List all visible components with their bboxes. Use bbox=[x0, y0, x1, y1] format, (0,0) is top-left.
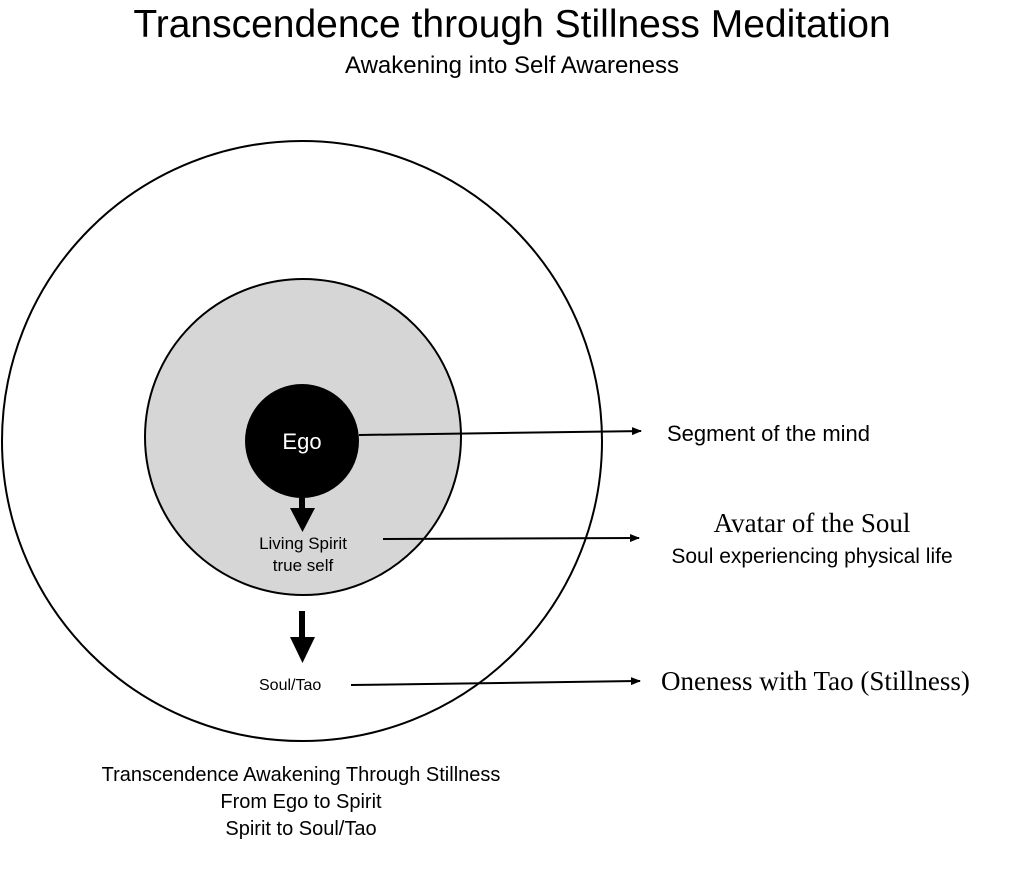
caption-line-1: Transcendence Awakening Through Stillnes… bbox=[101, 764, 501, 786]
ego-label: Ego bbox=[282, 429, 322, 454]
page-subtitle: Awakening into Self Awareness bbox=[345, 52, 679, 79]
spirit-annotation-subtitle: Soul experiencing physical life bbox=[671, 545, 953, 568]
spirit-annotation-title: Avatar of the Soul bbox=[713, 508, 911, 538]
ego-circle bbox=[245, 384, 359, 498]
spirit-label-line2: true self bbox=[272, 556, 334, 575]
ego-annotation: Segment of the mind bbox=[667, 421, 871, 446]
caption-line-3: Spirit to Soul/Tao bbox=[225, 818, 377, 840]
spirit-label-line1: Living Spirit bbox=[259, 534, 347, 553]
ego-pointer-arrow bbox=[358, 427, 642, 436]
spirit-label: Living Spirit true self bbox=[228, 533, 378, 577]
caption-line-2: From Ego to Spirit bbox=[220, 791, 382, 813]
soul-annotation: Oneness with Tao (Stillness) bbox=[661, 666, 970, 696]
spirit-to-soul-arrow bbox=[290, 611, 315, 663]
soul-label: Soul/Tao bbox=[259, 677, 322, 694]
spirit-pointer-arrow bbox=[382, 534, 640, 543]
page-title: Transcendence through Stillness Meditati… bbox=[133, 3, 891, 46]
diagram-caption: Transcendence Awakening Through Stillnes… bbox=[50, 762, 552, 843]
ego-to-spirit-arrow bbox=[290, 490, 315, 532]
soul-pointer-arrow bbox=[350, 677, 641, 686]
